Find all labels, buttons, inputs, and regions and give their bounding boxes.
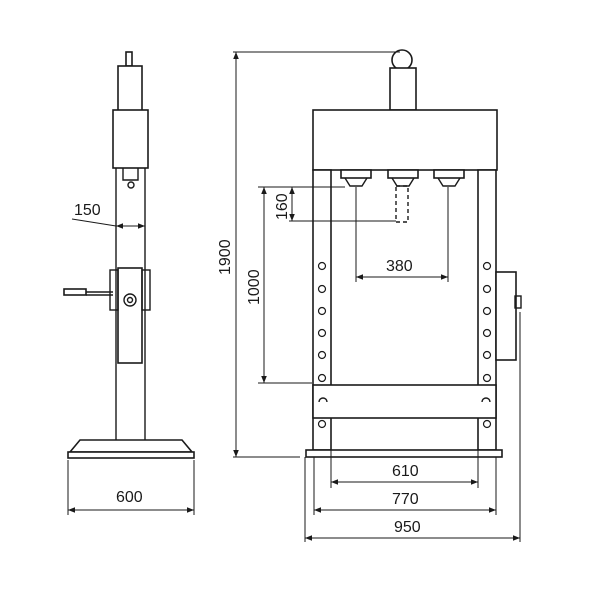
dim-150-label: 150 <box>74 202 101 219</box>
front-cylinder <box>389 67 417 111</box>
side-pump-pivot <box>123 293 137 307</box>
side-piston-fitting <box>122 168 139 181</box>
dim-160-label: 160 <box>274 193 291 220</box>
front-pump-box <box>495 271 517 361</box>
crown-block <box>312 109 498 171</box>
side-pump-body <box>117 267 143 364</box>
dim-600-label: 600 <box>116 489 143 506</box>
dim-380-label: 380 <box>386 258 413 275</box>
dim-1900-label: 1900 <box>217 239 234 275</box>
side-pump-bracket-right <box>141 269 151 311</box>
dim-1000-label: 1000 <box>246 269 263 305</box>
dim-950-label: 950 <box>394 519 421 536</box>
dim-150-leader <box>71 218 117 227</box>
side-view: 150 600 <box>63 51 195 515</box>
front-base-plate <box>305 449 503 458</box>
side-piston-tip <box>127 181 135 189</box>
dim-770-label: 770 <box>392 491 419 508</box>
side-base-plate <box>67 451 195 459</box>
side-base <box>68 439 194 453</box>
pump-handle-grip <box>63 288 87 296</box>
piston-heads <box>340 169 465 187</box>
side-head-block <box>112 109 149 169</box>
side-pump-bracket-left <box>109 269 119 311</box>
front-cylinder-cap <box>391 49 413 71</box>
press-bed <box>312 384 497 419</box>
piston-stroke-dashed <box>395 185 409 223</box>
side-cylinder-upper <box>117 65 143 112</box>
dim-610-label: 610 <box>392 463 419 480</box>
column-holes <box>317 261 492 429</box>
side-rod-top <box>125 51 133 67</box>
front-view: 1900 1000 160 380 610 770 950 <box>217 49 522 542</box>
